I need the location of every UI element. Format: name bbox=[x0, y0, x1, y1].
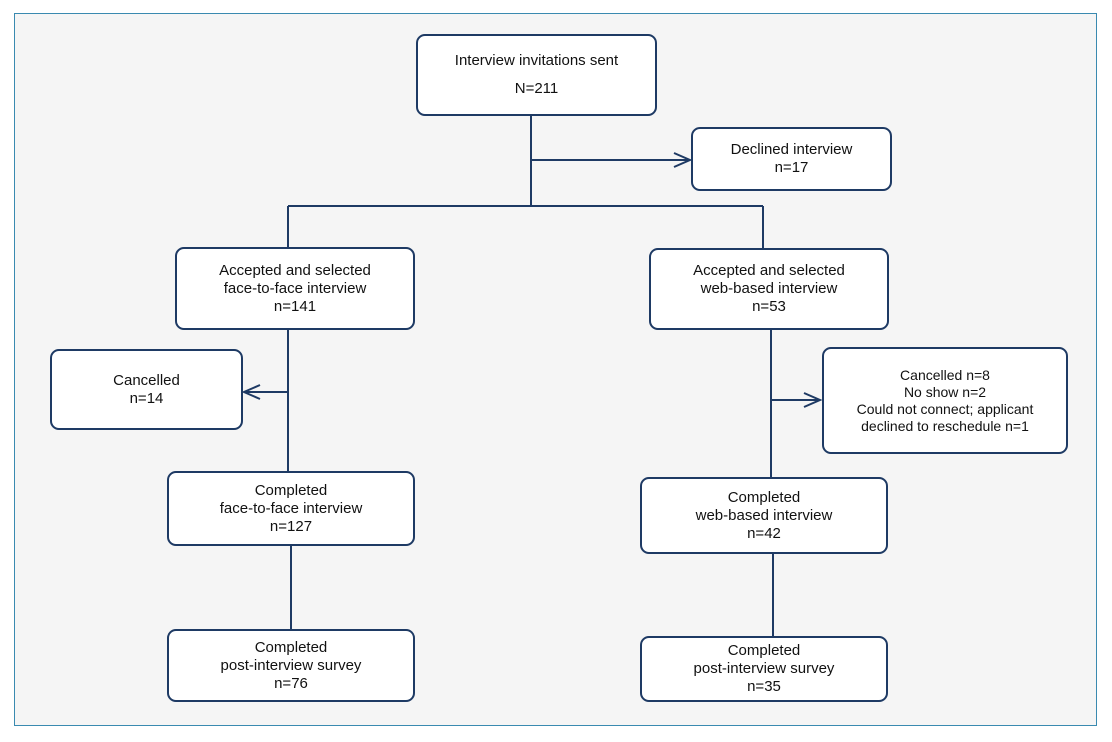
f2f-survey-box: Completed post-interview survey n=76 bbox=[167, 629, 415, 702]
f2f-accepted-count: n=141 bbox=[273, 297, 317, 315]
web-no-show-count: No show n=2 bbox=[903, 383, 987, 400]
web-accepted-count: n=53 bbox=[752, 298, 786, 315]
f2f-completed-count: n=127 bbox=[269, 517, 313, 535]
arrowhead-f2f-cancelled bbox=[241, 384, 261, 400]
invitations-sent-count: N=211 bbox=[514, 80, 559, 97]
web-survey-label-1: Completed bbox=[727, 642, 801, 659]
invitations-sent-box: Interview invitations sent N=211 bbox=[416, 34, 657, 116]
f2f-completed-label-1: Completed bbox=[254, 481, 328, 499]
f2f-survey-label-2: post-interview survey bbox=[220, 656, 362, 674]
web-completed-label-2: web-based interview bbox=[695, 506, 833, 524]
web-exclusions-box: Cancelled n=8 No show n=2 Could not conn… bbox=[822, 347, 1068, 454]
web-cancelled-count: Cancelled n=8 bbox=[900, 366, 990, 383]
declined-interview-count: n=17 bbox=[774, 159, 809, 176]
web-declined-reschedule-count: declined to reschedule n=1 bbox=[861, 417, 1029, 434]
web-accepted-label-2: web-based interview bbox=[700, 280, 838, 297]
web-accepted-box: Accepted and selected web-based intervie… bbox=[649, 248, 889, 330]
web-completed-label-1: Completed bbox=[727, 488, 801, 506]
f2f-accepted-label-1: Accepted and selected bbox=[219, 261, 371, 279]
web-accepted-label-1: Accepted and selected bbox=[693, 262, 845, 279]
declined-interview-box: Declined interview n=17 bbox=[691, 127, 892, 191]
web-completed-count: n=42 bbox=[747, 524, 781, 542]
web-could-not-connect-label: Could not connect; applicant bbox=[856, 400, 1034, 417]
f2f-cancelled-box: Cancelled n=14 bbox=[50, 349, 243, 430]
arrowhead-declined bbox=[673, 152, 693, 168]
web-survey-box: Completed post-interview survey n=35 bbox=[640, 636, 888, 702]
web-survey-label-2: post-interview survey bbox=[693, 660, 835, 677]
f2f-accepted-box: Accepted and selected face-to-face inter… bbox=[175, 247, 415, 330]
f2f-completed-label-2: face-to-face interview bbox=[219, 499, 363, 517]
web-completed-box: Completed web-based interview n=42 bbox=[640, 477, 888, 554]
f2f-survey-count: n=76 bbox=[274, 674, 308, 692]
invitations-sent-label: Interview invitations sent bbox=[454, 52, 619, 69]
declined-interview-label: Declined interview bbox=[730, 141, 853, 158]
f2f-accepted-label-2: face-to-face interview bbox=[223, 279, 367, 297]
web-survey-count: n=35 bbox=[747, 678, 781, 695]
f2f-survey-label-1: Completed bbox=[254, 638, 328, 656]
f2f-completed-box: Completed face-to-face interview n=127 bbox=[167, 471, 415, 546]
f2f-cancelled-count: n=14 bbox=[129, 389, 164, 407]
f2f-cancelled-label: Cancelled bbox=[113, 371, 180, 389]
arrowhead-web-exclusions bbox=[803, 392, 823, 408]
